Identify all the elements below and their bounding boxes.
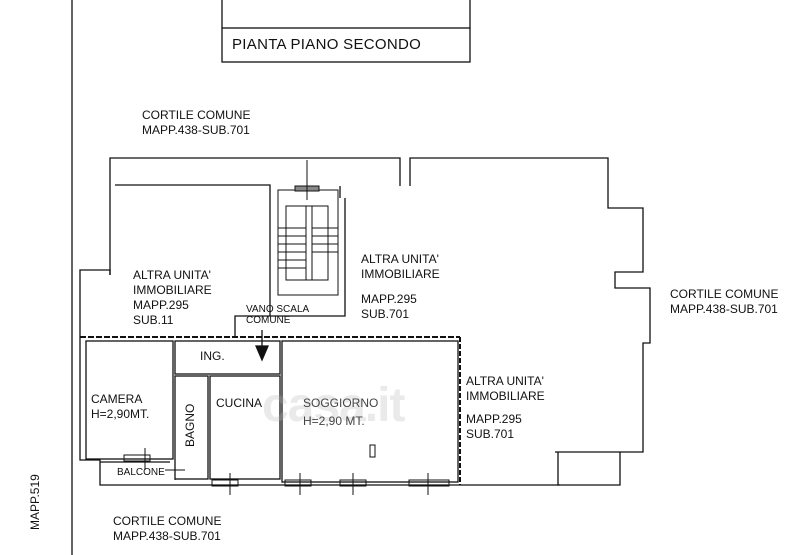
unit-sub: SUB.701: [466, 427, 515, 441]
room-entrance: ING.: [200, 349, 225, 363]
room-balcony: BALCONE: [117, 467, 165, 478]
room-kitchen: CUCINA: [216, 396, 263, 410]
windows: [123, 444, 450, 495]
unit-line2: IMMOBILIARE: [133, 283, 212, 297]
staircase: [277, 160, 339, 296]
unit-mapp: MAPP.295: [466, 412, 522, 426]
unit-mapp: MAPP.295: [361, 292, 417, 306]
stair-line1: VANO SCALA: [246, 304, 310, 315]
courtyard-ref: MAPP.438-SUB.701: [670, 302, 778, 316]
courtyard-right-label: CORTILE COMUNE MAPP.438-SUB.701: [670, 287, 778, 317]
stair-line2: COMUNE: [246, 315, 291, 326]
room-bedroom: CAMERA H=2,90MT.: [91, 392, 149, 422]
room-height: H=2,90 MT.: [303, 414, 365, 428]
page-title: PIANTA PIANO SECONDO: [232, 36, 422, 53]
courtyard-name: CORTILE COMUNE: [142, 108, 251, 122]
other-unit-left: ALTRA UNITA' IMMOBILIARE MAPP.295 SUB.11: [133, 268, 212, 328]
courtyard-top-label: CORTILE COMUNE MAPP.438-SUB.701: [142, 108, 250, 138]
unit-line1: ALTRA UNITA': [361, 252, 439, 266]
courtyard-name: CORTILE COMUNE: [670, 287, 779, 301]
courtyard-name: CORTILE COMUNE: [113, 514, 222, 528]
other-unit-right: ALTRA UNITA' IMMOBILIARE MAPP.295 SUB.70…: [466, 374, 545, 442]
title-frame: [221, 27, 471, 63]
stair-label: VANO SCALA COMUNE: [246, 304, 309, 326]
room-name: CAMERA: [91, 392, 143, 406]
unit-line2: IMMOBILIARE: [466, 389, 545, 403]
building-outline: [79, 157, 651, 486]
room-living: SOGGIORNO H=2,90 MT.: [303, 396, 378, 429]
unit-line1: ALTRA UNITA': [133, 268, 211, 282]
watermark-logo: casa.it: [262, 379, 405, 432]
unit-sub: SUB.11: [133, 313, 174, 327]
unit-line1: ALTRA UNITA': [466, 374, 544, 388]
unit-mapp: MAPP.295: [133, 298, 189, 312]
entrance-arrow-icon: [255, 330, 269, 362]
interior-walls: [80, 184, 461, 485]
other-unit-center: ALTRA UNITA' IMMOBILIARE MAPP.295 SUB.70…: [361, 252, 440, 322]
room-name: SOGGIORNO: [303, 396, 379, 410]
courtyard-ref: MAPP.438-SUB.701: [113, 529, 221, 543]
unit-sub: SUB.701: [361, 307, 410, 321]
courtyard-bottom-label: CORTILE COMUNE MAPP.438-SUB.701: [113, 514, 221, 544]
room-bathroom: BAGNO: [183, 403, 197, 447]
unit-line2: IMMOBILIARE: [361, 267, 440, 281]
room-height: H=2,90MT.: [91, 407, 150, 421]
side-ref-label: MAPP.519: [28, 474, 42, 530]
courtyard-ref: MAPP.438-SUB.701: [142, 123, 250, 137]
